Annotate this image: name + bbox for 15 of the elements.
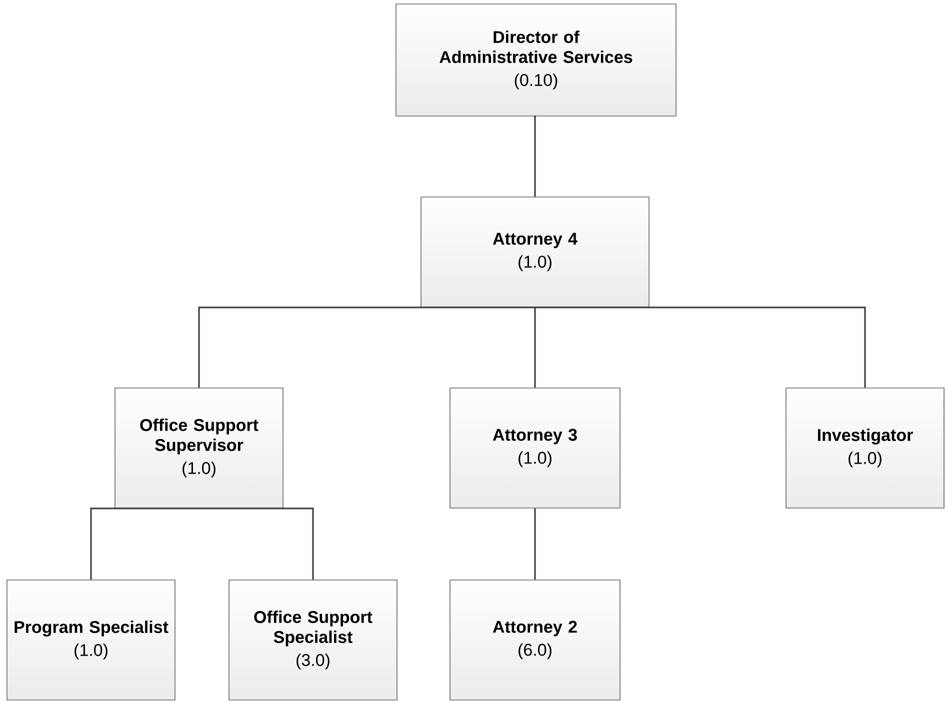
connector-line	[535, 306, 866, 388]
position-box: Program Specialist (1.0)	[6, 580, 176, 700]
position-box: Attorney 2 (6.0)	[450, 580, 620, 700]
position-box: Investigator (1.0)	[786, 388, 944, 508]
connector-line	[534, 116, 536, 197]
connector-line	[534, 508, 536, 580]
position-box: Director of Administrative Services (0.10)	[396, 4, 676, 116]
connector-line	[199, 508, 314, 580]
connector-line	[534, 307, 536, 388]
position-box: Office Support Specialist (3.0)	[228, 580, 398, 700]
connector-line	[198, 306, 535, 388]
position-box: Attorney 3 (1.0)	[450, 388, 620, 508]
position-box: Attorney 4 (1.0)	[420, 196, 650, 308]
connector-line	[90, 508, 199, 580]
position-box: Office Support Supervisor (1.0)	[114, 388, 284, 508]
